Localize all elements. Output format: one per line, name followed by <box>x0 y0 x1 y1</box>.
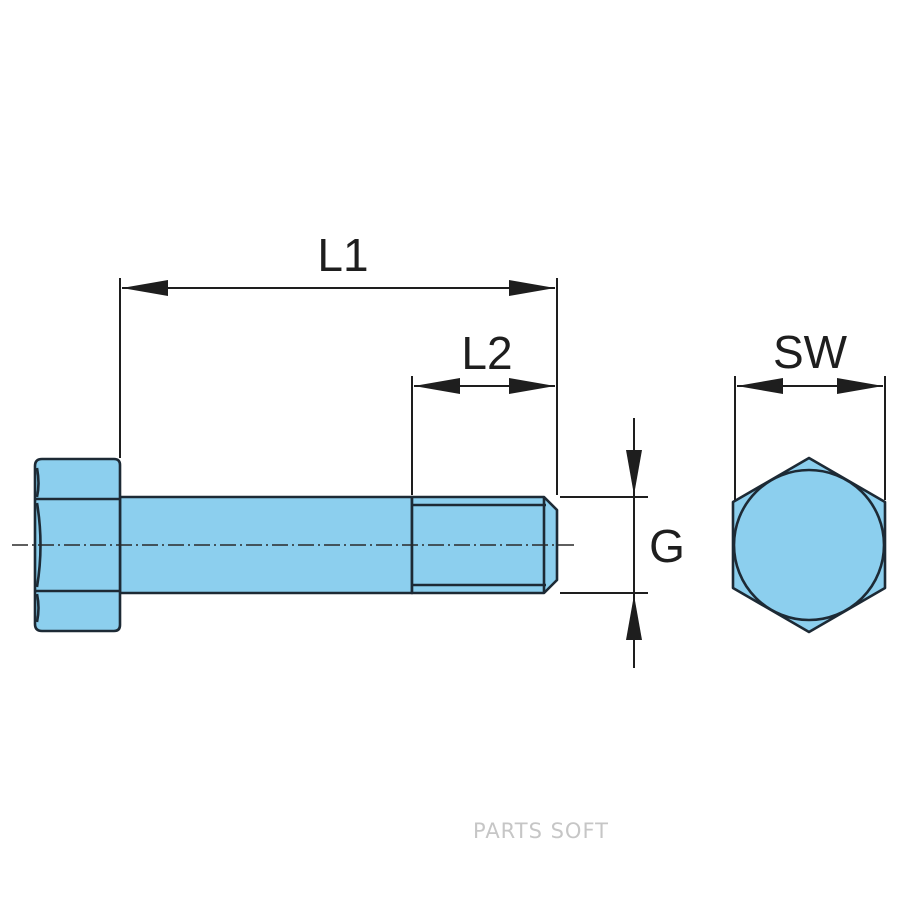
l2-arrow-left <box>414 378 460 394</box>
bolt-end-view <box>731 456 887 634</box>
l2-arrow-right <box>509 378 555 394</box>
dimension-l2: L2 <box>411 327 555 495</box>
head-arc-top <box>35 467 40 498</box>
head-arc-bottom <box>35 593 40 623</box>
bolt-side-view <box>33 457 559 633</box>
l1-arrow-right <box>509 280 555 296</box>
l1-label: L1 <box>317 229 368 281</box>
dimension-l1: L1 <box>119 229 558 495</box>
l1-arrow-left <box>122 280 168 296</box>
watermark-text: PARTS SOFT <box>473 819 609 843</box>
sw-arrow-right <box>837 378 883 394</box>
hex-head-bearing-circle <box>732 468 886 622</box>
l2-label: L2 <box>461 327 512 379</box>
sw-arrow-left <box>737 378 783 394</box>
sw-label: SW <box>773 326 848 378</box>
g-label: G <box>649 520 685 572</box>
dimension-sw: SW <box>734 326 886 500</box>
g-arrow-bottom <box>626 595 642 640</box>
dimension-g: G <box>560 418 685 668</box>
g-arrow-top <box>626 450 642 495</box>
